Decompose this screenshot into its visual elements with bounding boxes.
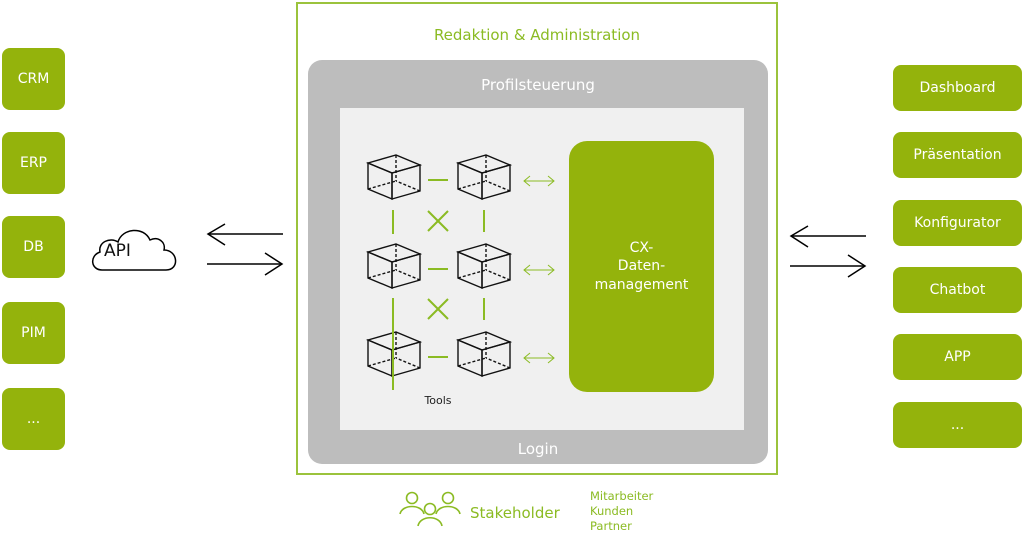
source-erp: ERP [2,132,65,194]
role: Kunden [590,504,634,518]
cross-line [427,298,449,320]
output-label: Chatbot [929,282,986,298]
output-configurator: Konfigurator [893,200,1022,246]
source-more: ... [2,388,65,450]
admin-frame [296,2,778,475]
source-label: CRM [17,71,50,87]
cloud-icon [92,229,177,271]
cx-data-management: CX- Daten- management [569,141,714,392]
stakeholder-roles: Mitarbeiter Kunden Partner [590,489,653,534]
output-label: Präsentation [913,147,1002,163]
cross-line [427,210,449,232]
admin-title: Redaktion & Administration [433,26,641,44]
cube-icon [365,154,423,201]
output-label: Dashboard [919,80,996,96]
stakeholder-label: Stakeholder [470,504,560,522]
output-more: ... [893,402,1022,448]
role: Partner [590,519,632,533]
login-label: Login [517,440,559,458]
cube-icon [365,243,423,290]
arrow-head [523,352,531,364]
tools-label: Tools [424,394,452,407]
bidirectional-arrows-icon [206,223,284,276]
source-pim: PIM [2,302,65,364]
output-label: Konfigurator [914,215,1001,231]
arrow-head [523,264,531,276]
output-app: APP [893,334,1022,380]
cube-icon [455,154,513,201]
arrow-head [523,175,531,187]
role: Mitarbeiter [590,489,654,503]
arrow-head [547,175,555,187]
api-label: API [104,241,131,261]
output-presentation: Präsentation [893,132,1022,178]
output-chatbot: Chatbot [893,267,1022,313]
tools-grid [365,154,555,390]
cube-icon [455,243,513,290]
source-label: ... [26,411,41,427]
profile-label: Profilsteuerung [481,76,595,94]
cube-icon [455,331,513,378]
people-icon [399,491,461,527]
source-db: DB [2,216,65,278]
source-crm: CRM [2,48,65,110]
output-dashboard: Dashboard [893,65,1022,111]
source-label: DB [23,239,44,255]
arrow-head [547,352,555,364]
source-label: PIM [21,325,46,341]
output-label: ... [950,417,965,433]
source-label: ERP [19,155,47,171]
bidirectional-arrows-icon [789,225,867,278]
output-label: APP [944,349,971,365]
arrow-head [547,264,555,276]
